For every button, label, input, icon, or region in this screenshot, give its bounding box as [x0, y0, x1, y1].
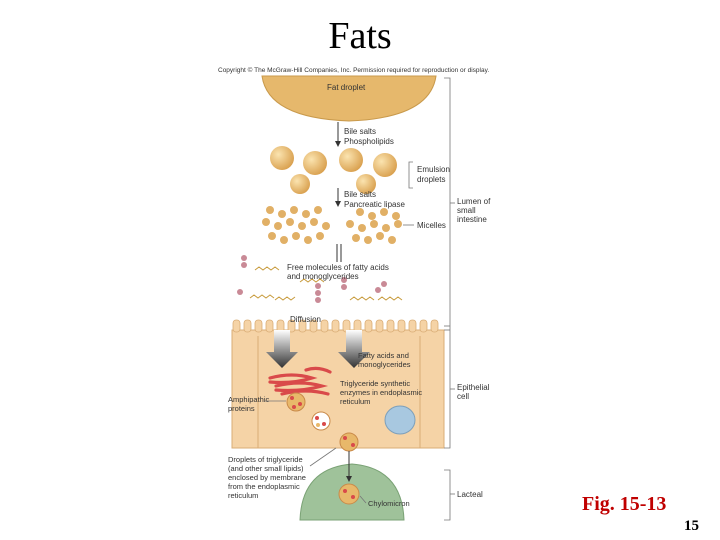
free-molecules-label: Free molecules of fatty acids	[287, 263, 389, 272]
triglyceride-label-2: enzymes in endoplasmic	[340, 388, 422, 397]
micelles-label: Micelles	[417, 221, 446, 230]
droplets-leader	[309, 447, 337, 467]
epithelial-label: Epithelial	[457, 383, 490, 392]
chylomicron-label: Chylomicron	[368, 499, 410, 508]
chylomicron-particle	[338, 483, 360, 505]
lumen-bracket	[444, 77, 451, 449]
diffusion-label: Diffusion	[290, 315, 321, 324]
emulsion-droplets	[270, 146, 397, 194]
fat-droplet	[261, 75, 437, 122]
arrow-head	[335, 141, 341, 147]
epithelial-label-2: cell	[457, 392, 469, 401]
endoplasmic-reticulum	[268, 366, 332, 396]
chylomicron-leader	[359, 495, 367, 504]
protein-dot	[351, 495, 355, 499]
free-molecules	[249, 266, 403, 301]
pancreatic-lipase-label: Pancreatic lipase	[344, 200, 405, 209]
micelles	[262, 206, 402, 244]
lacteal-bracket	[444, 469, 451, 521]
bile-salts-2-label: Bile salts	[344, 190, 376, 199]
triglyceride-droplets	[286, 392, 359, 452]
fatty-acids-label-2: monoglycerides	[358, 360, 411, 369]
page-number: 15	[684, 518, 699, 534]
triglyceride-label: Triglyceride synthetic	[340, 379, 410, 388]
figure-reference: Fig. 15-13	[582, 493, 667, 515]
emulsion-bracket	[408, 161, 413, 189]
monoglycerides	[237, 255, 387, 303]
emulsion-label-2: droplets	[417, 175, 445, 184]
microvilli	[232, 319, 439, 333]
fatty-acids-label: Fatty acids and	[358, 351, 409, 360]
triglyceride-label-3: reticulum	[340, 397, 370, 406]
emulsion-label: Emulsion	[417, 165, 450, 174]
nucleus	[384, 405, 416, 435]
lumen-label: Lumen of	[457, 197, 491, 206]
diffusion-arrow-left	[266, 330, 298, 368]
phospholipids-label: Phospholipids	[344, 137, 394, 146]
lumen-label-3: intestine	[457, 215, 487, 224]
droplets-label-3: enclosed by membrane	[228, 473, 306, 482]
arrow-head	[335, 201, 341, 207]
free-molecules-label-2: and monoglycerides	[287, 272, 359, 281]
amphipathic-label-2: proteins	[228, 404, 255, 413]
bile-salts-label: Bile salts	[344, 127, 376, 136]
diffusion-arrow-right	[338, 330, 370, 368]
droplets-label-4: from the endoplasmic	[228, 482, 300, 491]
droplets-label-2: (and other small lipids)	[228, 464, 304, 473]
arrow-head	[346, 476, 352, 482]
copyright-note: Copyright © The McGraw-Hill Companies, I…	[218, 66, 489, 74]
lumen-label-2: small	[457, 206, 476, 215]
fat-droplet-label: Fat droplet	[327, 83, 366, 92]
protein-dot	[343, 489, 347, 493]
droplets-label: Droplets of triglyceride	[228, 455, 303, 464]
slide-title: Fats	[328, 15, 392, 57]
droplets-label-5: reticulum	[228, 491, 258, 500]
amphipathic-label: Amphipathic	[228, 395, 270, 404]
lacteal-label: Lacteal	[457, 490, 483, 499]
